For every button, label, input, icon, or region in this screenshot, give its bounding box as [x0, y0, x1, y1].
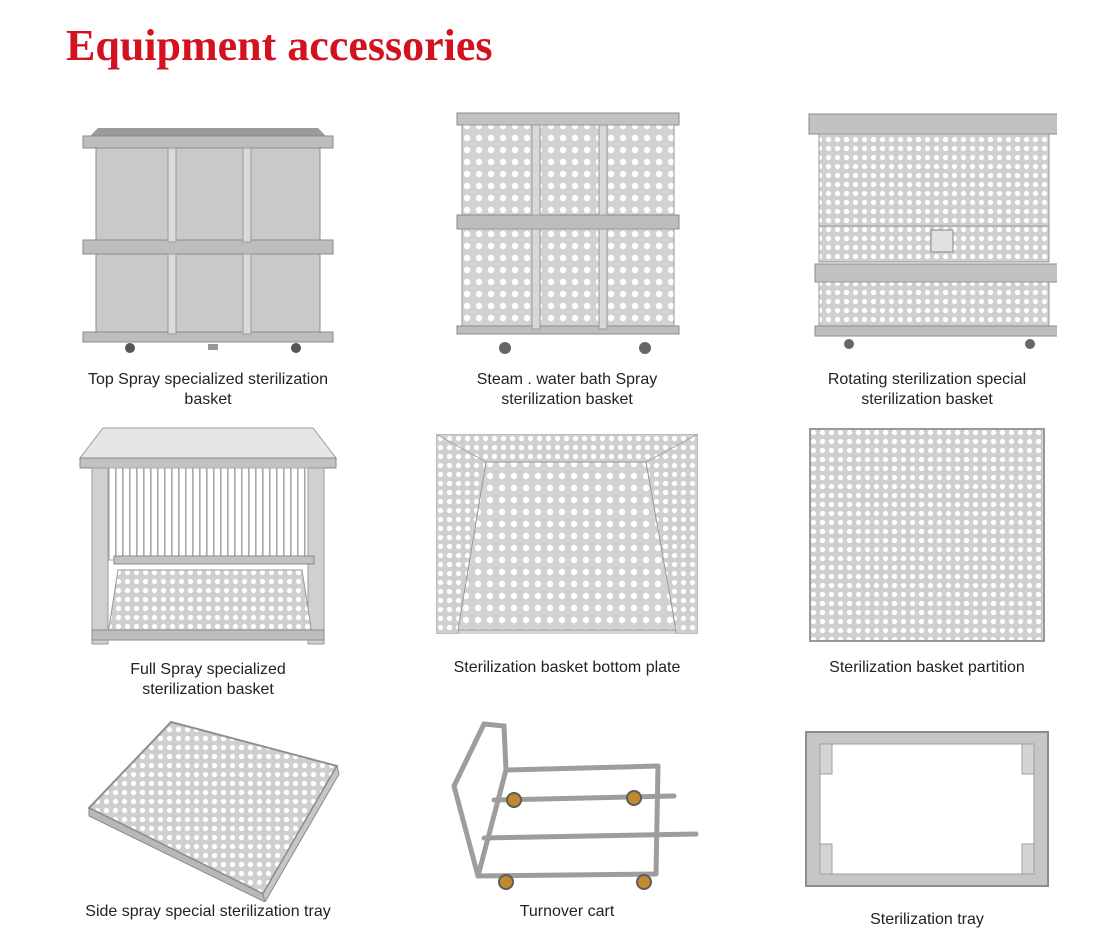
item-rotating-basket: Rotating sterilization special steriliza…	[782, 108, 1072, 410]
item-label: Sterilization tray	[870, 911, 984, 928]
solid-basket-icon	[82, 128, 334, 353]
item-bottom-plate: Sterilization basket bottom plate	[422, 434, 712, 678]
item-steam-water-bath-basket: Steam . water bath Spray sterilization b…	[422, 108, 712, 410]
page-title: Equipment accessories	[66, 21, 493, 70]
bottom-plate-icon	[436, 434, 698, 634]
wire-basket-icon	[78, 427, 338, 645]
item-side-spray-tray: Side spray special sterilization tray	[63, 716, 353, 922]
item-turnover-cart: Turnover cart	[422, 716, 712, 922]
item-label: Side spray special sterilization tray	[85, 903, 331, 920]
item-label: Rotating sterilization special steriliza…	[827, 371, 1027, 408]
partition-plate-icon	[809, 428, 1045, 642]
perforated-basket-icon	[456, 112, 680, 354]
item-sterilization-tray: Sterilization tray	[782, 730, 1072, 930]
item-label: Sterilization basket partition	[829, 659, 1025, 676]
frame-tray-icon	[805, 731, 1049, 887]
tray-icon	[87, 720, 340, 902]
item-top-spray-basket: Top Spray specialized sterilization bask…	[63, 108, 353, 410]
item-label: Steam . water bath Spray sterilization b…	[476, 371, 658, 408]
rotating-basket-icon	[808, 113, 1057, 349]
item-label: Top Spray specialized sterilization bask…	[87, 371, 329, 408]
item-full-spray-basket: Full Spray specialized sterilization bas…	[63, 424, 353, 700]
cart-icon	[451, 721, 699, 890]
item-partition-plate: Sterilization basket partition	[782, 428, 1072, 678]
item-label: Turnover cart	[519, 903, 615, 920]
item-label: Full Spray specialized sterilization bas…	[130, 661, 286, 698]
item-label: Sterilization basket bottom plate	[453, 659, 681, 676]
